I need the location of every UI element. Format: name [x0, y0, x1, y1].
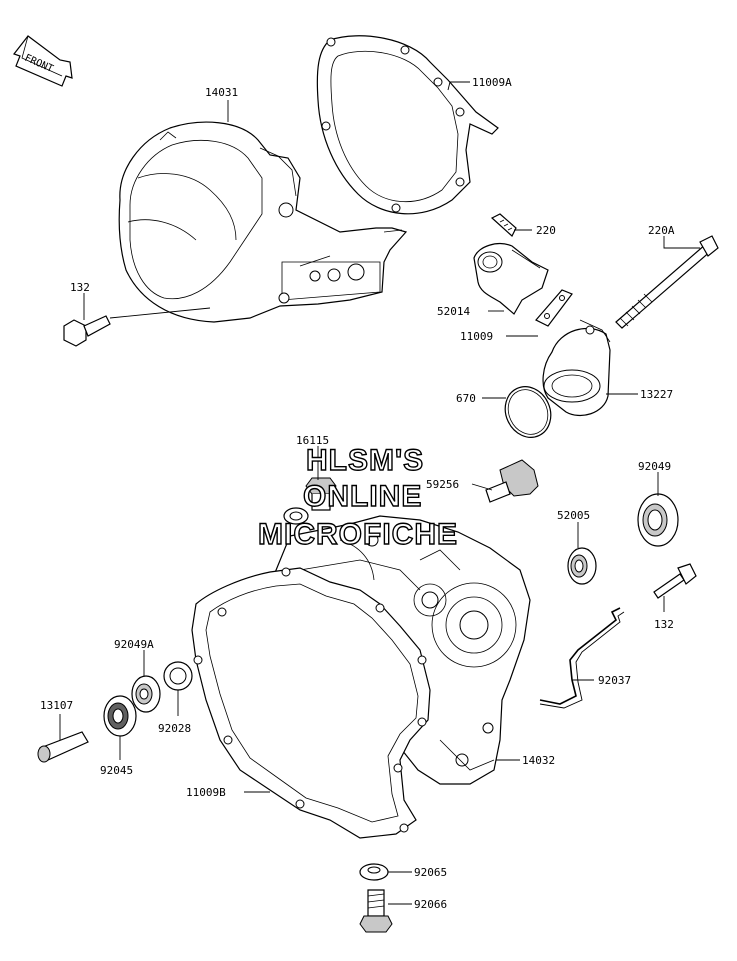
- washer-92065: [359, 863, 389, 881]
- label-92049: 92049: [638, 460, 671, 473]
- watermark-line-3: MICROFICHE: [258, 518, 458, 551]
- label-52005: 52005: [557, 509, 590, 522]
- label-220A: 220A: [648, 224, 675, 237]
- bolt-132-right: [653, 563, 697, 599]
- bolt-220A: [615, 235, 719, 329]
- watermark-line-2: ONLINE: [303, 480, 422, 513]
- label-14032: 14032: [522, 754, 555, 767]
- gasket-11009: [535, 289, 573, 327]
- label-11009A: 11009A: [472, 76, 512, 89]
- pump-cover-52014: [473, 243, 549, 315]
- label-11009B: 11009B: [186, 786, 226, 799]
- label-92037: 92037: [598, 674, 631, 687]
- gasket-11009B: [191, 567, 431, 839]
- label-16115: 16115: [296, 434, 329, 447]
- plug-16115: [305, 477, 337, 511]
- bearing-92045: [103, 695, 137, 737]
- leader-lines: [59, 81, 700, 905]
- label-132-top: 132: [70, 281, 90, 294]
- bearing-92049A: [131, 675, 161, 713]
- outer-cover-14031: [118, 121, 408, 323]
- label-92065: 92065: [414, 866, 447, 879]
- label-52014: 52014: [437, 305, 470, 318]
- label-92049A: 92049A: [114, 638, 154, 651]
- impeller-59256: [485, 459, 539, 503]
- pipe-92037: [539, 607, 625, 709]
- watermark-line-1: HLSM'S: [306, 444, 424, 477]
- label-59256: 59256: [426, 478, 459, 491]
- label-92028: 92028: [158, 722, 191, 735]
- label-13107: 13107: [40, 699, 73, 712]
- bolt-132-top: [63, 315, 111, 347]
- front-arrow-icon: FRONT: [13, 35, 73, 87]
- bolt-92066: [359, 889, 393, 933]
- label-14031: 14031: [205, 86, 238, 99]
- label-92066: 92066: [414, 898, 447, 911]
- pump-housing-13227: [542, 319, 611, 417]
- bolt-220: [490, 213, 517, 237]
- label-11009: 11009: [460, 330, 493, 343]
- bearing-92049: [637, 493, 679, 547]
- label-92045: 92045: [100, 764, 133, 777]
- label-132-right: 132: [654, 618, 674, 631]
- o-ring-670: [504, 386, 552, 438]
- gasket-11009A: [316, 35, 499, 215]
- label-13227: 13227: [640, 388, 673, 401]
- label-670: 670: [456, 392, 476, 405]
- label-220: 220: [536, 224, 556, 237]
- seal-52005: [567, 547, 597, 585]
- shaft-13107: [37, 731, 89, 763]
- collar-92028: [163, 661, 193, 691]
